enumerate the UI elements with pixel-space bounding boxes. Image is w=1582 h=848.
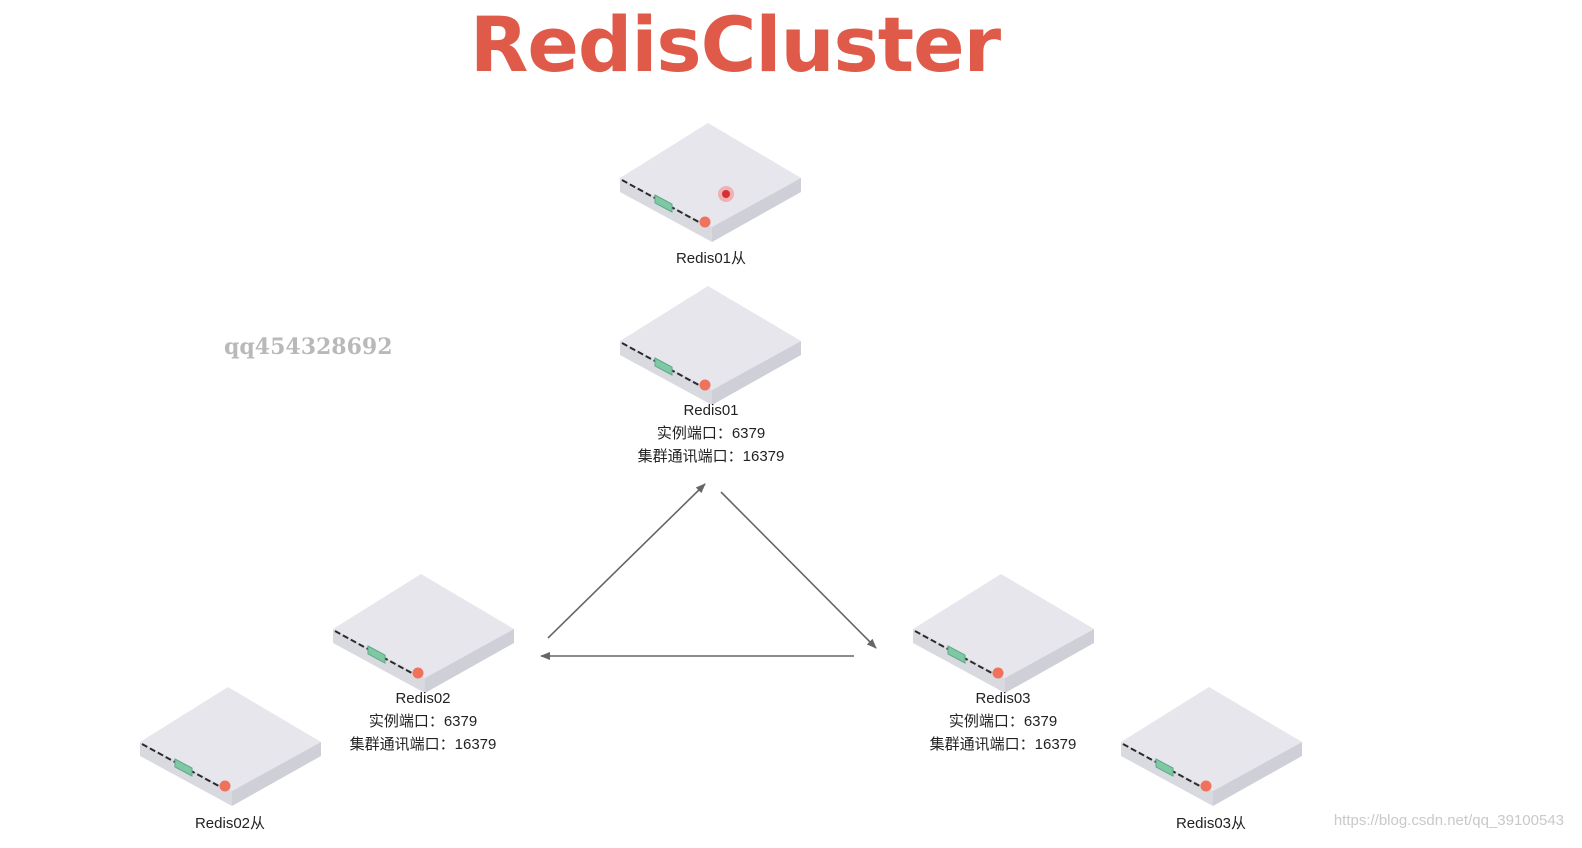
label-redis02-slave: Redis02从 bbox=[100, 812, 360, 835]
instance-port: 实例端口：6379 bbox=[948, 713, 1058, 730]
server-redis03-slave-icon bbox=[1119, 686, 1303, 808]
instance-port: 实例端口：6379 bbox=[656, 425, 766, 442]
arrow-redis01-to-redis03 bbox=[720, 491, 877, 649]
label-redis03: Redis03 实例端口：6379 集群通讯端口：16379 bbox=[873, 687, 1133, 756]
server-redis01-slave-icon bbox=[618, 122, 802, 244]
url-watermark: https://blog.csdn.net/qq_39100543 bbox=[1333, 812, 1564, 829]
server-redis02-icon bbox=[331, 573, 515, 695]
bus-port: 集群通讯端口：16379 bbox=[929, 736, 1077, 753]
bus-port: 集群通讯端口：16379 bbox=[349, 736, 497, 753]
server-redis03-icon bbox=[911, 573, 1095, 695]
label-redis01: Redis01 实例端口：6379 集群通讯端口：16379 bbox=[581, 399, 841, 468]
qq-watermark: qq454328692 bbox=[224, 334, 393, 360]
instance-port: 实例端口：6379 bbox=[368, 713, 478, 730]
server-redis02-slave-icon bbox=[138, 686, 322, 808]
node-name: Redis02从 bbox=[194, 815, 266, 832]
node-name: Redis03从 bbox=[1175, 815, 1247, 832]
arrow-redis02-to-redis01 bbox=[547, 483, 706, 639]
diagram-title: RedisCluster bbox=[469, 0, 1001, 89]
label-redis03-slave: Redis03从 bbox=[1081, 812, 1341, 835]
node-name: Redis03 bbox=[975, 690, 1031, 707]
label-redis02: Redis02 实例端口：6379 集群通讯端口：16379 bbox=[293, 687, 553, 756]
node-name: Redis01 bbox=[683, 402, 739, 419]
bus-port: 集群通讯端口：16379 bbox=[637, 448, 785, 465]
server-redis01-icon bbox=[618, 285, 802, 407]
label-redis01-slave: Redis01从 bbox=[581, 247, 841, 270]
node-name: Redis02 bbox=[395, 690, 451, 707]
node-name: Redis01从 bbox=[675, 250, 747, 267]
